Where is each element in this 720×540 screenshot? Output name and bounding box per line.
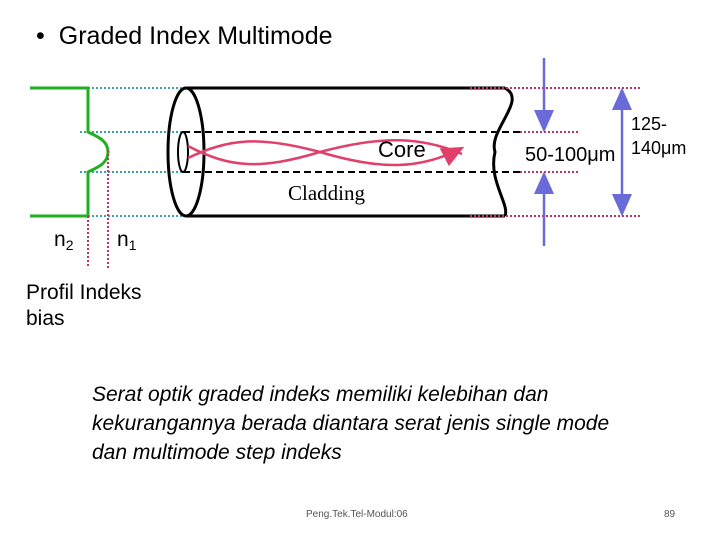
outer-dimension-label: 125- 140μm [631,112,686,160]
n2-label: n2 [54,228,73,253]
title-text: Graded Index Multimode [58,22,333,50]
profile-caption: Profil Indeks bias [26,281,142,330]
n1-base: n [117,228,129,251]
left-guide-lines [80,87,185,217]
n2-sub: 2 [65,237,74,253]
cladding-cylinder [166,86,514,218]
slide-title: • Graded Index Multimode [36,22,333,51]
n1-sub: 1 [128,237,137,253]
title-bullet: • [36,22,45,50]
inner-dimension-label: 50-100μm [525,144,616,166]
footer-page-number: 89 [664,509,676,520]
core-label: Core [378,137,426,162]
core-cylinder [177,131,520,173]
footer-module: Peng.Tek.Tel-Modul:06 [306,509,408,520]
profile-axis-lines [87,150,109,268]
right-guide-lines [470,87,640,217]
light-rays [187,139,465,167]
description-text: Serat optik graded indeks memiliki keleb… [92,383,610,464]
outer-dimension-line2: 140μm [631,138,687,158]
index-profile-curve [30,86,110,218]
cladding-label: Cladding [288,181,365,205]
n1-label: n1 [117,228,136,253]
outer-dimension-line1: 125- [631,114,668,134]
n2-base: n [54,228,66,251]
